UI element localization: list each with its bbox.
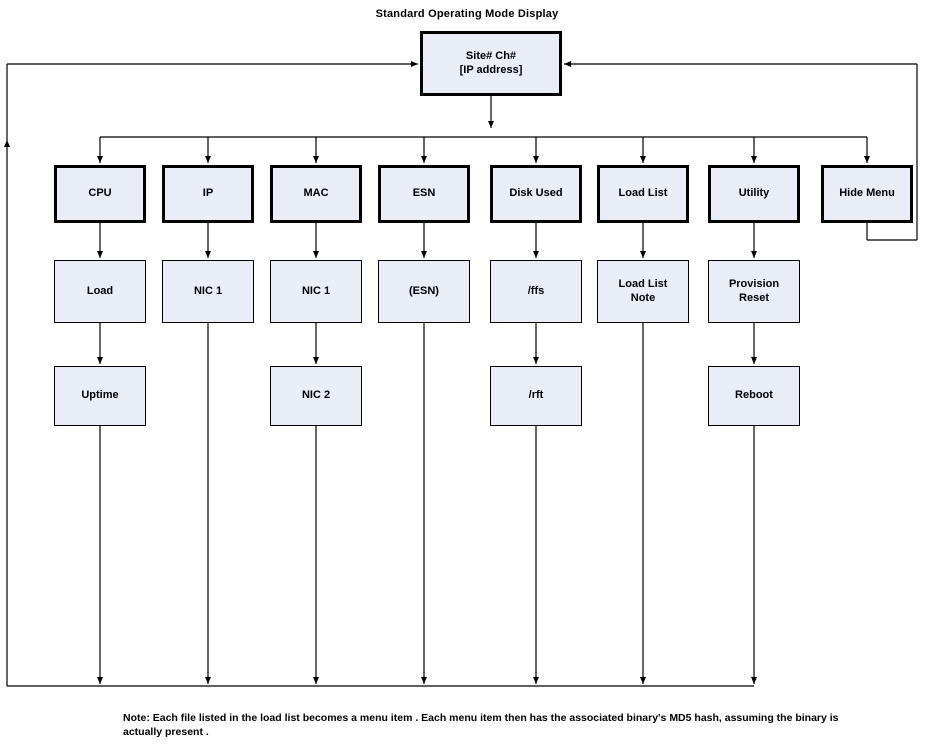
menu-item-mac-label: MAC	[303, 187, 329, 200]
menu-item-load-list: Load List	[597, 165, 689, 223]
submenu-disk-used-1: /rft	[490, 366, 582, 426]
submenu-mac-1: NIC 2	[270, 366, 362, 426]
menu-item-hide-menu: Hide Menu	[821, 165, 913, 223]
submenu-mac-0-label: NIC 1	[301, 284, 331, 297]
menu-item-cpu-label: CPU	[88, 187, 112, 200]
submenu-esn-0-label: (ESN)	[409, 284, 439, 297]
connectors	[4, 61, 918, 687]
menu-item-hide-menu-label: Hide Menu	[839, 187, 895, 200]
diagram-title: Standard Operating Mode Display	[375, 8, 559, 20]
submenu-ip-0: NIC 1	[162, 260, 254, 323]
submenu-disk-used-1-label: /rft	[528, 389, 544, 402]
submenu-utility-1: Reboot	[708, 366, 800, 426]
submenu-utility-1-label: Reboot	[735, 389, 773, 402]
submenu-cpu-1-label: Uptime	[81, 389, 119, 402]
menu-item-utility-label: Utility	[738, 187, 770, 200]
menu-item-mac: MAC	[270, 165, 362, 223]
submenu-disk-used-0-label: /ffs	[527, 284, 545, 297]
menu-item-ip-label: IP	[202, 187, 214, 200]
menu-item-cpu: CPU	[54, 165, 146, 223]
menu-item-esn-label: ESN	[412, 187, 436, 200]
menu-item-disk-used: Disk Used	[490, 165, 582, 223]
submenu-cpu-1: Uptime	[54, 366, 146, 426]
footnote: Note: Each file listed in the load list …	[123, 712, 839, 739]
submenu-esn-0: (ESN)	[378, 260, 470, 323]
submenu-ip-0-label: NIC 1	[193, 284, 223, 297]
menu-item-utility: Utility	[708, 165, 800, 223]
submenu-cpu-0: Load	[54, 260, 146, 323]
submenu-mac-0: NIC 1	[270, 260, 362, 323]
root-node: Site# Ch#[IP address]	[420, 31, 562, 96]
submenu-cpu-0-label: Load	[86, 284, 114, 297]
menu-item-disk-used-label: Disk Used	[509, 187, 563, 200]
submenu-mac-1-label: NIC 2	[301, 389, 331, 402]
menu-item-ip: IP	[162, 165, 254, 223]
menu-item-load-list-label: Load List	[618, 187, 668, 200]
submenu-disk-used-0: /ffs	[490, 260, 582, 323]
menu-item-esn: ESN	[378, 165, 470, 223]
root-node-label: Site# Ch#[IP address]	[459, 49, 523, 76]
